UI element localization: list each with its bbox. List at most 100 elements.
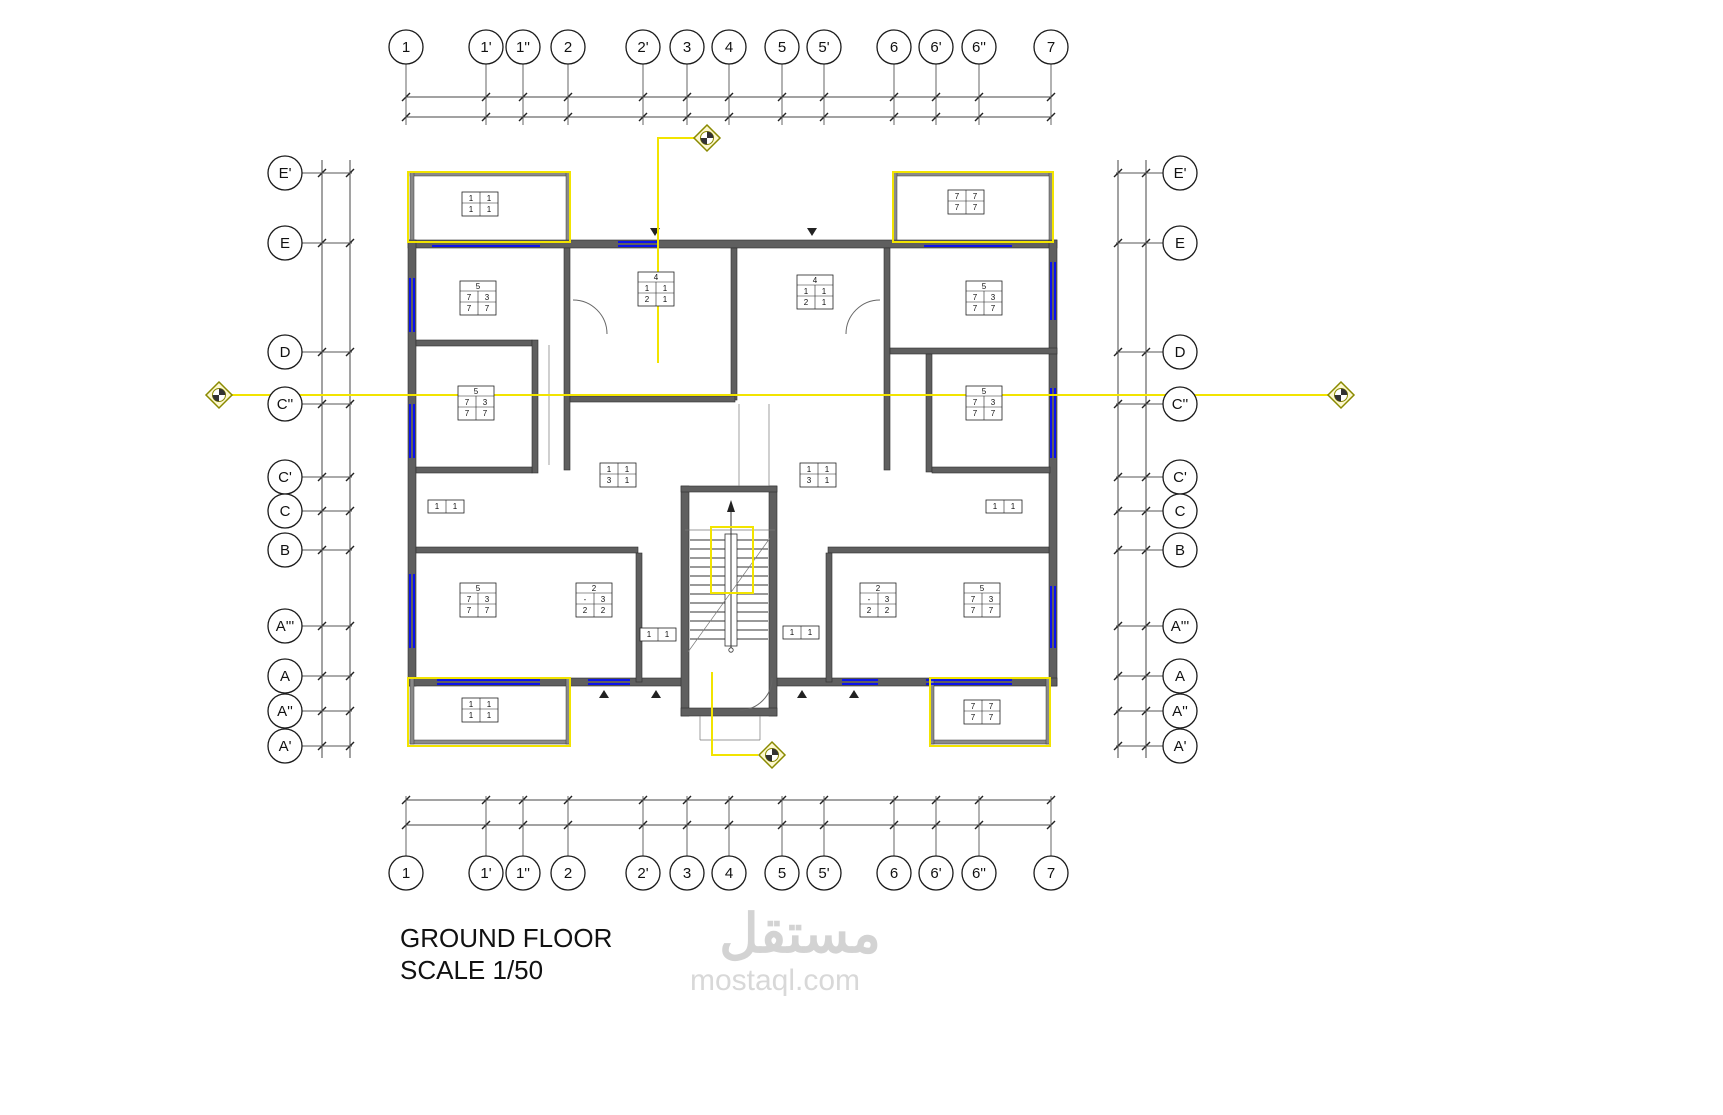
walls [407, 171, 1058, 745]
svg-text:C'': C'' [277, 396, 294, 413]
svg-text:7: 7 [467, 293, 472, 302]
svg-text:E: E [280, 235, 290, 252]
grid-bubble-row-A'-left: A' [267, 728, 303, 764]
grid-bubble-row-B-left: B [267, 532, 303, 568]
svg-text:1: 1 [663, 295, 668, 304]
grid-stem-lines [302, 64, 1163, 856]
grid-bubble-row-C'-left: C' [267, 459, 303, 495]
grid-bubble-col-7-bottom: 7 [1033, 855, 1069, 891]
stair-highlight-box [710, 526, 754, 594]
svg-text:6: 6 [890, 39, 898, 56]
svg-text:7: 7 [973, 203, 978, 212]
svg-text:7: 7 [1047, 865, 1055, 882]
svg-text:D: D [280, 344, 291, 361]
svg-text:1: 1 [453, 502, 458, 511]
svg-text:1'': 1'' [516, 39, 530, 56]
svg-text:3: 3 [807, 476, 812, 485]
grid-bubble-col-1-bottom: 1 [388, 855, 424, 891]
section-line-vertical-top [657, 137, 695, 363]
grid-bubble-col-1-top: 1 [388, 29, 424, 65]
svg-text:1: 1 [487, 700, 492, 709]
svg-text:1: 1 [804, 287, 809, 296]
svg-text:1': 1' [480, 39, 491, 56]
svg-text:7: 7 [483, 409, 488, 418]
svg-text:2: 2 [645, 295, 650, 304]
balcony-highlight-bottom-right [929, 677, 1051, 747]
grid-bubble-col-6''-bottom: 6'' [961, 855, 997, 891]
svg-text:7: 7 [973, 409, 978, 418]
svg-text:1: 1 [822, 298, 827, 307]
grid-bubble-col-2'-top: 2' [625, 29, 661, 65]
grid-bubble-col-1'-bottom: 1' [468, 855, 504, 891]
svg-text:A': A' [1174, 738, 1187, 755]
svg-text:3: 3 [991, 398, 996, 407]
svg-text:5: 5 [778, 39, 786, 56]
svg-text:7: 7 [1047, 39, 1055, 56]
grid-bubble-col-3-top: 3 [669, 29, 705, 65]
svg-text:1: 1 [825, 465, 830, 474]
svg-text:1: 1 [993, 502, 998, 511]
svg-text:1: 1 [1011, 502, 1016, 511]
grid-bubble-row-C''-left: C'' [267, 386, 303, 422]
svg-text:2: 2 [564, 39, 572, 56]
svg-text:7: 7 [989, 606, 994, 615]
grid-bubble-row-A-left: A [267, 658, 303, 694]
svg-text:E: E [1175, 235, 1185, 252]
svg-text:5: 5 [778, 865, 786, 882]
svg-text:3: 3 [485, 293, 490, 302]
svg-text:1: 1 [665, 630, 670, 639]
grid-bubble-col-4-top: 4 [711, 29, 747, 65]
grid-bubble-row-A''-left: A'' [267, 693, 303, 729]
svg-text:2: 2 [804, 298, 809, 307]
svg-text:C: C [280, 503, 291, 520]
svg-text:1: 1 [487, 711, 492, 720]
svg-text:1: 1 [487, 194, 492, 203]
watermark-arabic: مستقل [719, 904, 881, 964]
drawing-title: GROUND FLOOR [400, 923, 612, 953]
svg-text:C'': C'' [1172, 396, 1189, 413]
svg-text:1: 1 [487, 205, 492, 214]
svg-text:7: 7 [465, 409, 470, 418]
grid-bubble-row-C'-right: C' [1162, 459, 1198, 495]
svg-text:E': E' [279, 165, 292, 182]
grid-bubble-row-C-left: C [267, 493, 303, 529]
svg-text:1: 1 [822, 287, 827, 296]
grid-bubble-row-A'''-left: A''' [267, 608, 303, 644]
grid-bubble-row-E'-left: E' [267, 155, 303, 191]
section-marker-right [1327, 381, 1355, 409]
grid-bubble-row-E'-right: E' [1162, 155, 1198, 191]
svg-text:A': A' [279, 738, 292, 755]
grid-bubble-col-6'-bottom: 6' [918, 855, 954, 891]
svg-text:2: 2 [885, 606, 890, 615]
grid-bubble-col-7-top: 7 [1033, 29, 1069, 65]
svg-text:1: 1 [625, 476, 630, 485]
svg-text:7: 7 [467, 595, 472, 604]
svg-text:4: 4 [654, 273, 659, 282]
grid-bubble-col-5'-bottom: 5' [806, 855, 842, 891]
svg-text:5': 5' [818, 865, 829, 882]
svg-text:6: 6 [890, 865, 898, 882]
svg-text:3: 3 [989, 595, 994, 604]
svg-text:3: 3 [607, 476, 612, 485]
watermark: مستقل mostaql.com [690, 904, 881, 997]
watermark-domain: mostaql.com [690, 964, 860, 997]
svg-text:7: 7 [485, 304, 490, 313]
svg-text:6': 6' [930, 39, 941, 56]
grid-bubble-col-4-bottom: 4 [711, 855, 747, 891]
svg-text:7: 7 [971, 606, 976, 615]
grid-bubble-row-A'-right: A' [1162, 728, 1198, 764]
svg-text:2: 2 [601, 606, 606, 615]
grid-bubble-col-2-top: 2 [550, 29, 586, 65]
svg-text:4: 4 [725, 865, 733, 882]
svg-text:3: 3 [885, 595, 890, 604]
svg-text:3: 3 [683, 865, 691, 882]
svg-text:3: 3 [683, 39, 691, 56]
